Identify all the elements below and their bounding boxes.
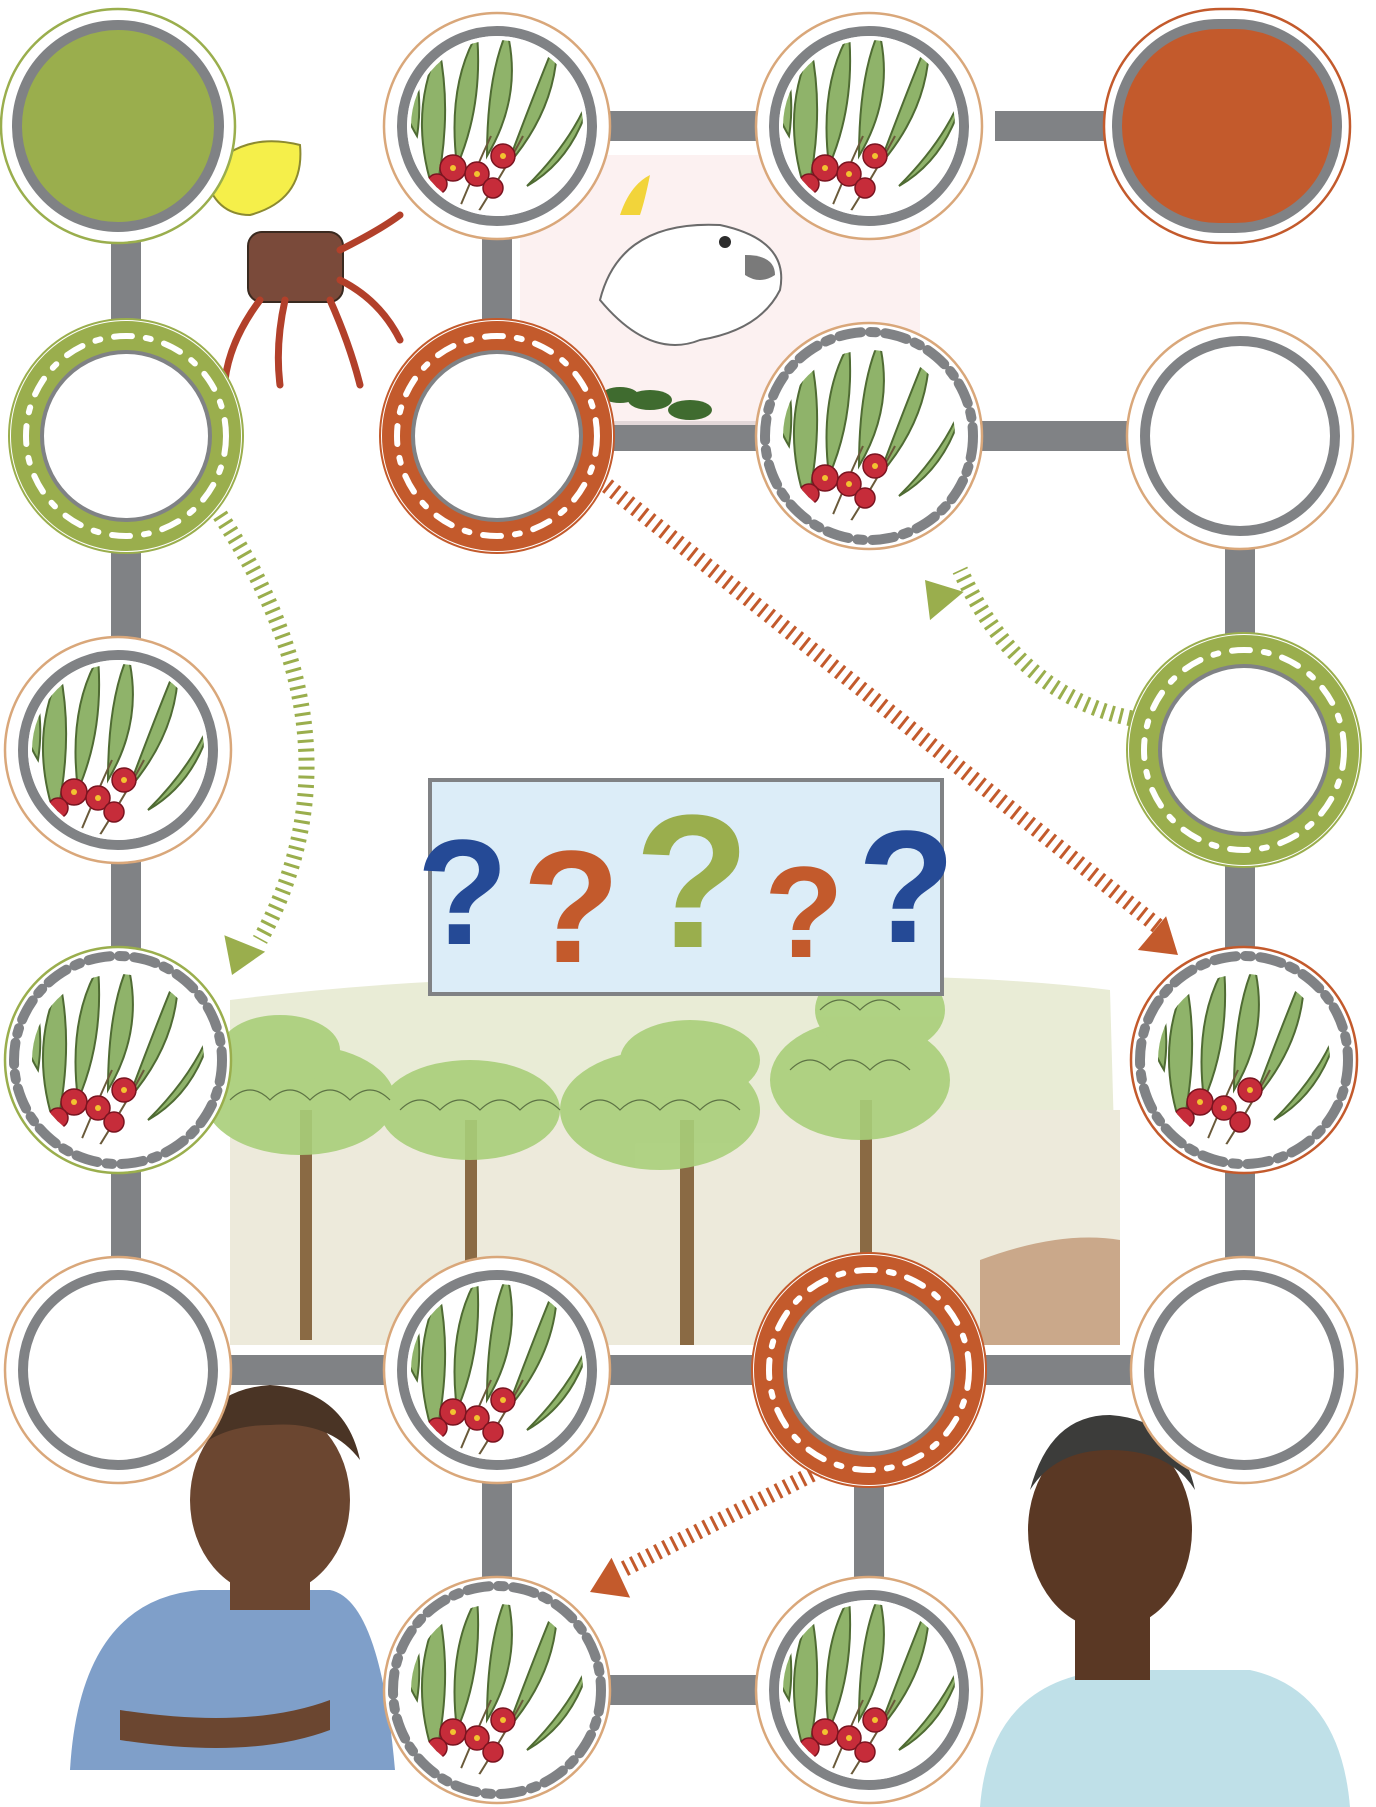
boy-right xyxy=(980,1415,1350,1807)
gum-space-1[interactable] xyxy=(384,13,610,239)
ladder-space-green-top[interactable] xyxy=(8,318,244,554)
blank-space-1[interactable] xyxy=(1127,323,1353,549)
finish-space-orange[interactable] xyxy=(1102,7,1352,245)
gum-target-space-bottom[interactable] xyxy=(384,1577,610,1803)
question-mark-2: ? xyxy=(522,817,621,996)
boy-left xyxy=(70,1385,395,1770)
arrow-head-green-left xyxy=(211,935,266,984)
start-space-green[interactable] xyxy=(0,7,237,245)
gum-tree-landscape xyxy=(205,965,1120,1345)
question-mark-3: ? xyxy=(634,776,751,988)
question-mark-4: ? xyxy=(764,839,844,985)
arrow-head-green-top xyxy=(908,565,964,621)
question-mark-5: ? xyxy=(857,797,956,976)
ladder-space-orange-bottom[interactable] xyxy=(751,1252,987,1488)
ladder-space-orange-top[interactable] xyxy=(379,318,615,554)
gum-target-space-right[interactable] xyxy=(1129,945,1359,1175)
ladder-space-green-right[interactable] xyxy=(1126,632,1362,868)
blank-space-3[interactable] xyxy=(1131,1257,1357,1483)
arrow-head-orange-bottom xyxy=(580,1557,631,1612)
gum-space-2[interactable] xyxy=(756,13,982,239)
fiddler-crab xyxy=(203,140,404,389)
gum-space-3[interactable] xyxy=(5,637,231,863)
gum-target-space-top[interactable] xyxy=(756,323,982,549)
gum-space-5[interactable] xyxy=(756,1577,982,1803)
gum-target-space-left[interactable] xyxy=(3,945,233,1175)
blank-space-2[interactable] xyxy=(5,1257,231,1483)
gum-space-4[interactable] xyxy=(384,1257,610,1483)
question-box: ? ? ? ? ? xyxy=(417,776,955,996)
jump-arrows xyxy=(213,473,1165,1578)
question-mark-1: ? xyxy=(416,808,509,976)
